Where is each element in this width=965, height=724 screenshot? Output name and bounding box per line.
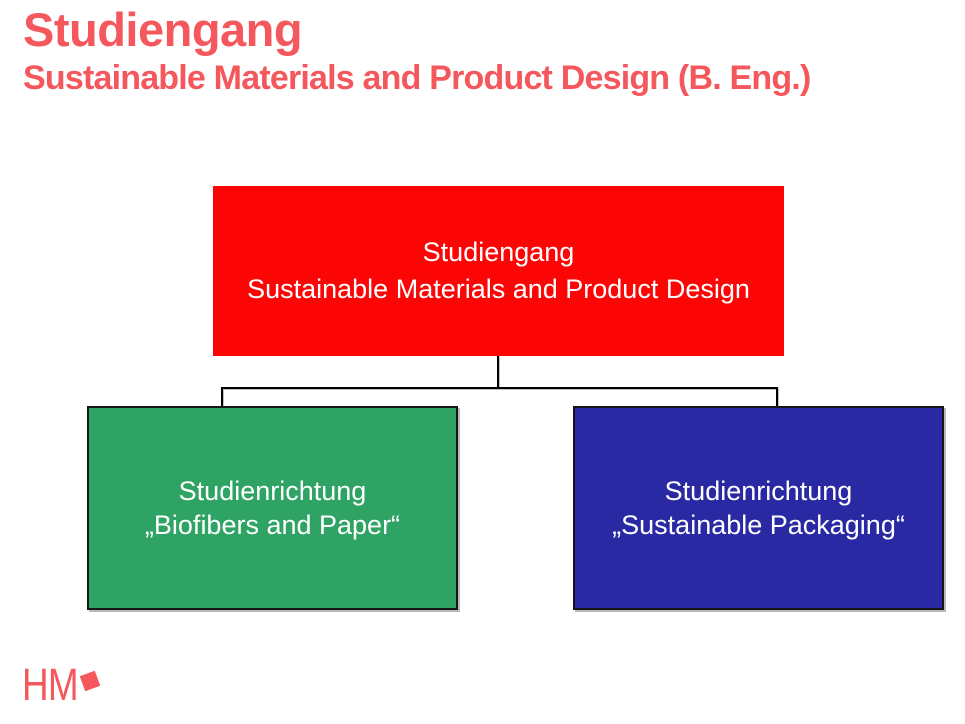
org-node-biofibers-line2: „Biofibers and Paper“ [144, 510, 401, 540]
org-node-root-line1: Studiengang [422, 237, 575, 267]
page-subtitle: Sustainable Materials and Product Design… [23, 59, 811, 97]
connector-stem [497, 356, 499, 388]
connector-drop-left [221, 388, 223, 406]
org-node-biofibers-line1: Studienrichtung [178, 476, 367, 506]
hm-logo-text: HM [22, 659, 79, 710]
connector-drop-right [776, 388, 778, 406]
slide-header: Studiengang Sustainable Materials and Pr… [23, 2, 963, 98]
page-title: Studiengang [23, 3, 303, 56]
org-node-packaging-line1: Studienrichtung [664, 476, 853, 506]
org-node-root: Studiengang Sustainable Materials and Pr… [213, 186, 784, 356]
org-node-packaging-line2: „Sustainable Packaging“ [612, 510, 905, 540]
hm-logo-flag-icon [79, 670, 101, 692]
org-node-root-line2: Sustainable Materials and Product Design [247, 274, 750, 304]
org-node-biofibers: Studienrichtung „Biofibers and Paper“ [87, 406, 458, 610]
hm-logo: HM [22, 659, 101, 710]
org-node-packaging: Studienrichtung „Sustainable Packaging“ [573, 406, 944, 610]
connector-horizontal [221, 387, 778, 389]
